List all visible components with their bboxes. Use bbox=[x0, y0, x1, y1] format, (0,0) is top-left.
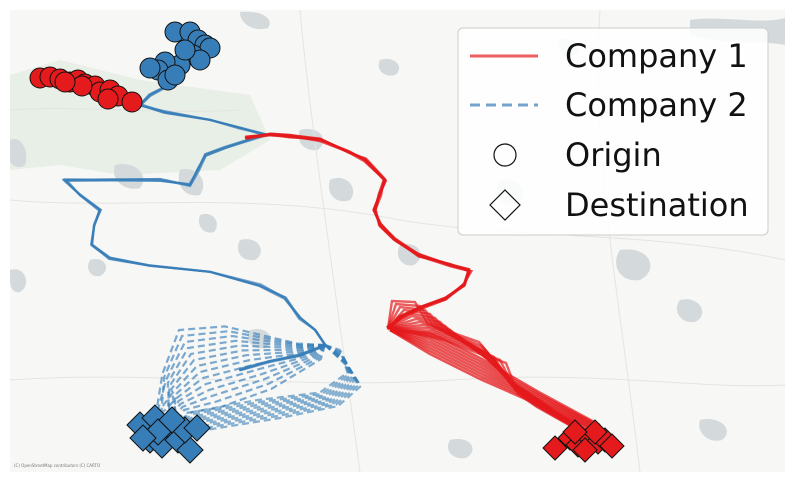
company-2-origin-marker bbox=[164, 64, 186, 86]
company-2-origin-marker bbox=[139, 57, 161, 79]
legend-origin-circle-icon bbox=[493, 143, 517, 167]
company-1-route-trunk bbox=[246, 133, 471, 330]
map-legend: Company 1 Company 2 Origin Destination bbox=[457, 27, 769, 236]
company-2-route-branch bbox=[159, 344, 363, 434]
company-1-origin-marker bbox=[121, 91, 143, 113]
company-1-destination-markers bbox=[542, 419, 625, 463]
company-1-destination-marker bbox=[599, 433, 625, 459]
company-1-destination-marker bbox=[542, 435, 568, 461]
company-2-route-branch bbox=[144, 343, 326, 431]
company-2-route-branch bbox=[159, 343, 351, 433]
company-2-origin-marker bbox=[189, 49, 211, 71]
company-2-route-branch bbox=[163, 343, 326, 449]
company-1-route-branch bbox=[389, 328, 601, 432]
company-1-route-branch bbox=[389, 328, 601, 430]
legend-company-2-label: Company 2 bbox=[565, 86, 748, 124]
company-1-destination-marker bbox=[562, 419, 588, 445]
company-2-destination-marker bbox=[129, 424, 157, 452]
company-1-route-branch bbox=[389, 328, 601, 435]
company-2-route-branch bbox=[154, 344, 326, 421]
company-1-routes bbox=[244, 132, 603, 441]
company-2-destination-markers bbox=[126, 404, 211, 464]
legend-destination-diamond-icon bbox=[489, 189, 521, 221]
company-2-route-branch bbox=[159, 343, 349, 433]
company-2-destination-marker bbox=[183, 414, 211, 442]
company-1-route-branch bbox=[389, 328, 601, 434]
company-1-destination-marker bbox=[582, 419, 608, 445]
legend-destination-label: Destination bbox=[565, 186, 749, 224]
company-2-destination-marker bbox=[158, 406, 186, 434]
company-2-route-branch bbox=[169, 344, 326, 426]
legend-origin-label: Origin bbox=[565, 136, 662, 174]
company-1-route-branch bbox=[389, 328, 601, 433]
company-1-route-branch bbox=[389, 328, 601, 429]
company-1-origin-marker bbox=[54, 71, 76, 93]
company-2-destination-marker bbox=[176, 436, 204, 464]
company-1-origin-marker bbox=[97, 88, 119, 110]
legend-company-1-label: Company 1 bbox=[565, 37, 748, 75]
company-2-route-branch bbox=[166, 339, 326, 426]
company-2-route-branch bbox=[148, 334, 326, 441]
company-2-route-branch bbox=[170, 343, 326, 436]
map-attribution: (C) OpenStreetMap contributors (C) CARTO bbox=[14, 463, 100, 468]
company-2-route-branch bbox=[173, 344, 326, 415]
company-1-destination-marker bbox=[572, 437, 598, 463]
company-2-route-branch bbox=[159, 344, 326, 431]
company-1-origin-markers bbox=[29, 66, 143, 113]
legend-box bbox=[457, 27, 769, 236]
company-1-route-branch bbox=[389, 328, 601, 428]
company-2-origin-markers bbox=[139, 21, 221, 91]
company-2-route-trunk bbox=[61, 84, 327, 372]
company-1-route-branch bbox=[389, 328, 601, 427]
company-2-origin-marker bbox=[174, 39, 196, 61]
company-2-route-branch bbox=[159, 344, 361, 434]
